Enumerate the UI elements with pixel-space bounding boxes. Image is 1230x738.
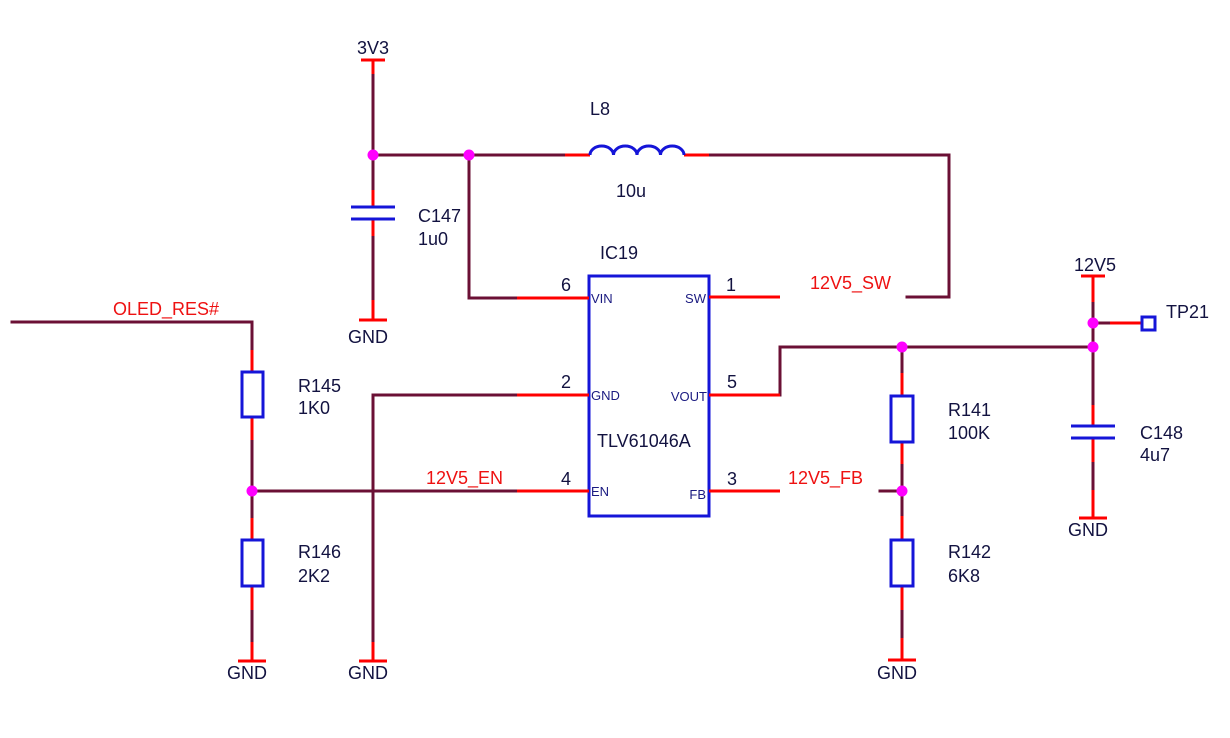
res-value: 2K2 (298, 566, 330, 586)
power-3v3-label: 3V3 (357, 38, 389, 58)
junction-dot (1087, 341, 1099, 353)
res-value: 6K8 (948, 566, 980, 586)
net-label-12v5-sw: 12V5_SW (810, 273, 891, 294)
cap-value: 1u0 (418, 229, 448, 249)
testpoint-tp21: TP21 (1110, 302, 1209, 332)
gnd-label: GND (877, 663, 917, 683)
ic-pin-vin-name: VIN (591, 291, 613, 306)
gnd-label: GND (1068, 520, 1108, 540)
cap-ref: C147 (418, 206, 461, 226)
resistor-r146: R146 2K2 (240, 518, 341, 610)
res-body (240, 538, 265, 588)
cap-ref: C148 (1140, 423, 1183, 443)
resistor-r145: R145 1K0 (240, 350, 341, 440)
wire-ic-gnd (371, 393, 520, 662)
net-label-12v5-en: 12V5_EN (426, 468, 503, 489)
ic-pin-fb-num: 3 (727, 469, 737, 489)
ic-pin-vout-name: VOUT (671, 389, 707, 404)
res-ref: R142 (948, 542, 991, 562)
inductor-l8: L8 10u (565, 99, 709, 201)
wire-vout (778, 345, 1095, 397)
ic-part: TLV61046A (597, 431, 691, 451)
res-value: 1K0 (298, 398, 330, 418)
net-label-12v5-fb: 12V5_FB (788, 468, 863, 489)
wire-vin (467, 153, 519, 300)
power-12v5-label: 12V5 (1074, 255, 1116, 275)
res-body (889, 394, 915, 444)
junction-dot (463, 149, 475, 161)
net-labels: OLED_RES# 12V5_SW 12V5_EN 12V5_FB (113, 273, 891, 489)
ic-pin-en-name: EN (591, 484, 609, 499)
inductor-ref: L8 (590, 99, 610, 119)
ic-ref: IC19 (600, 243, 638, 263)
capacitor-c147: C147 1u0 (351, 190, 461, 249)
resistor-r141: R141 100K (889, 373, 991, 464)
gnd-c147: GND (348, 300, 388, 347)
power-12v5: 12V5 (1074, 255, 1116, 302)
resistor-r142: R142 6K8 (889, 516, 991, 610)
res-body (240, 370, 265, 419)
ic-pin-sw-num: 1 (726, 275, 736, 295)
junctions (246, 149, 1099, 497)
wire-oled-res (10, 320, 254, 352)
junction-dot (367, 149, 379, 161)
res-ref: R146 (298, 542, 341, 562)
ic-pin-gnd-name: GND (591, 388, 620, 403)
junction-dot (896, 485, 908, 497)
tp-ref: TP21 (1166, 302, 1209, 322)
junction-dot (246, 485, 258, 497)
ic19: IC19 TLV61046A VIN GND EN SW VOUT FB 6 2… (517, 243, 780, 518)
res-body (889, 538, 915, 588)
power-3v3: 3V3 (357, 38, 389, 74)
ic-pin-vin-num: 6 (561, 275, 571, 295)
gnd-label: GND (227, 663, 267, 683)
tp-pad (1140, 315, 1157, 332)
junction-dot (1087, 317, 1099, 329)
capacitor-c148: C148 4u7 (1071, 405, 1183, 465)
gnd-ic: GND (348, 642, 388, 683)
gnd-r142: GND (877, 638, 917, 683)
ic-pin-sw-name: SW (685, 291, 707, 306)
inductor-value: 10u (616, 181, 646, 201)
net-label-oled-res: OLED_RES# (113, 299, 219, 320)
gnd-label: GND (348, 663, 388, 683)
ic-pin-gnd-num: 2 (561, 372, 571, 392)
ic-pin-fb-name: FB (689, 487, 706, 502)
ic-pin-en-num: 4 (561, 469, 571, 489)
res-ref: R141 (948, 400, 991, 420)
res-ref: R145 (298, 376, 341, 396)
gnd-label: GND (348, 327, 388, 347)
wire-sw-loop (705, 153, 951, 299)
gnd-c148: GND (1068, 490, 1108, 540)
res-value: 100K (948, 423, 990, 443)
cap-value: 4u7 (1140, 445, 1170, 465)
ic-pin-vout-num: 5 (727, 372, 737, 392)
inductor-coil (588, 144, 686, 156)
gnd-r146: GND (227, 642, 267, 683)
junction-dot (896, 341, 908, 353)
